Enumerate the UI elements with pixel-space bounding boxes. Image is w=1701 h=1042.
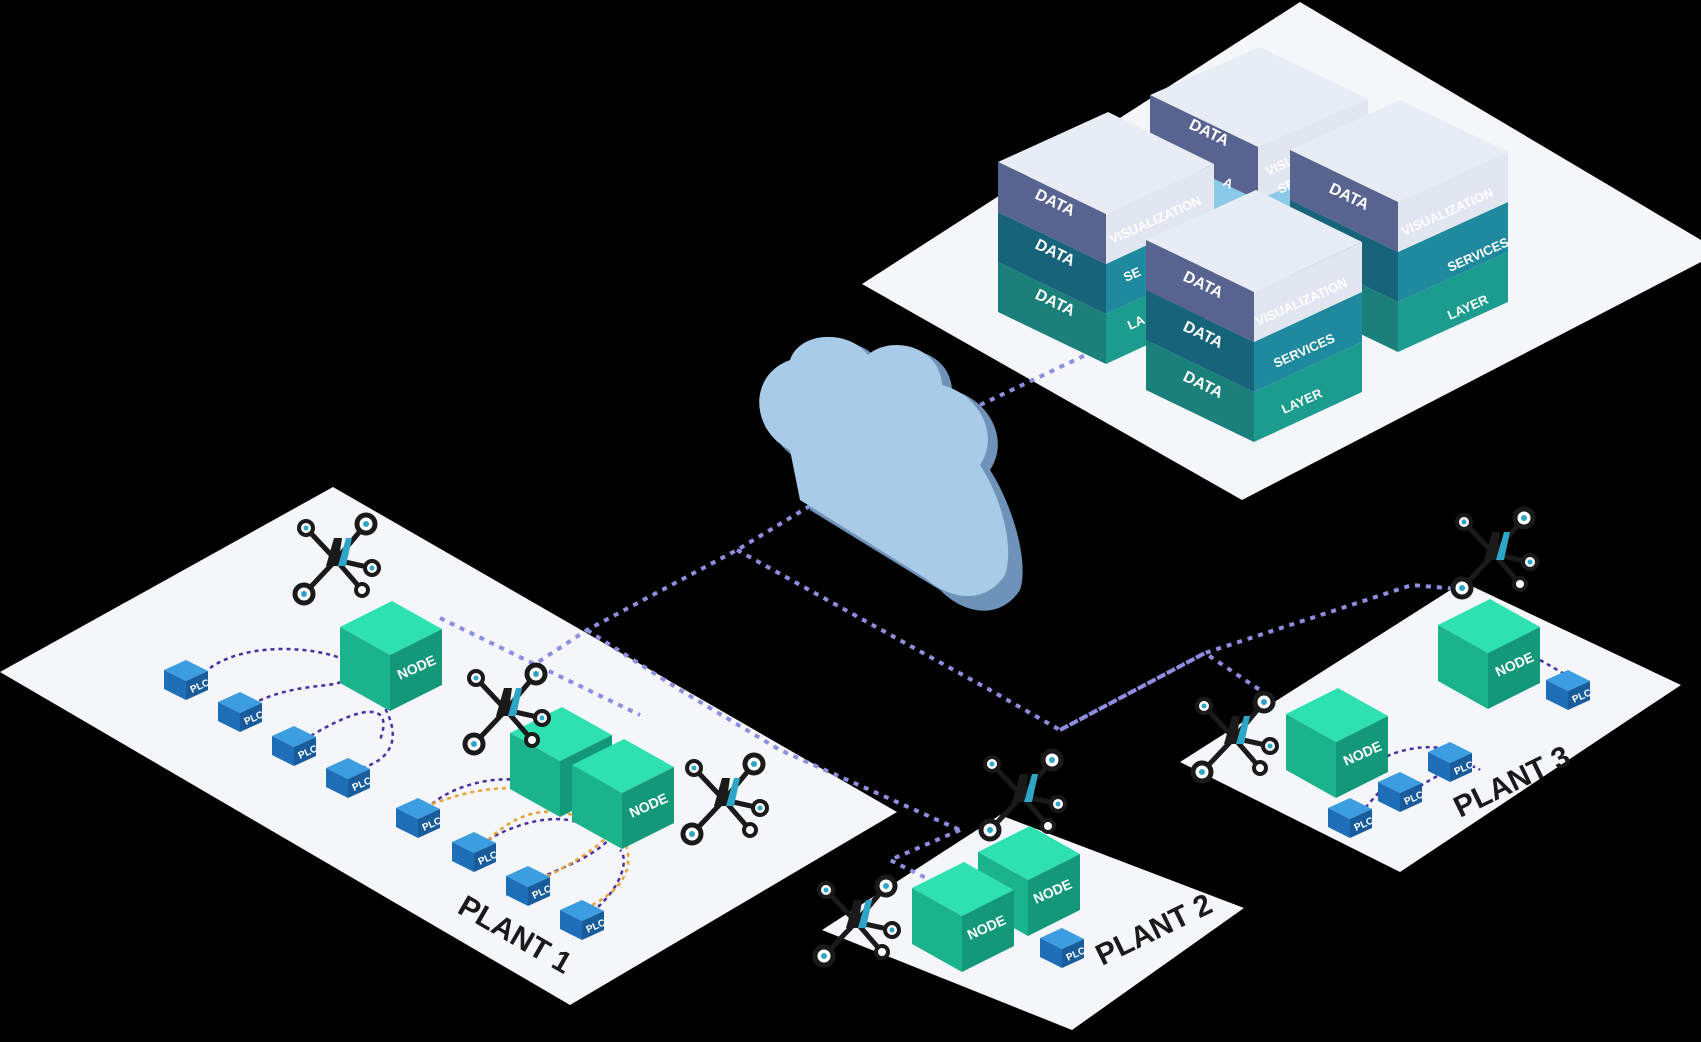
data-stack-front: DATA DATA DATA VISUALIZATION SERVICES LA… xyxy=(1146,190,1362,442)
stack-left-partial-services-label: SE xyxy=(1121,264,1143,285)
network-links xyxy=(439,332,1471,882)
cloud-icon xyxy=(759,336,1023,611)
plant-3-platform xyxy=(1180,582,1681,872)
mqtt-broker-hub-icon xyxy=(1453,509,1537,597)
stack-left-partial-layer-label: LA xyxy=(1125,312,1147,333)
plant-1-platform xyxy=(0,487,897,1005)
